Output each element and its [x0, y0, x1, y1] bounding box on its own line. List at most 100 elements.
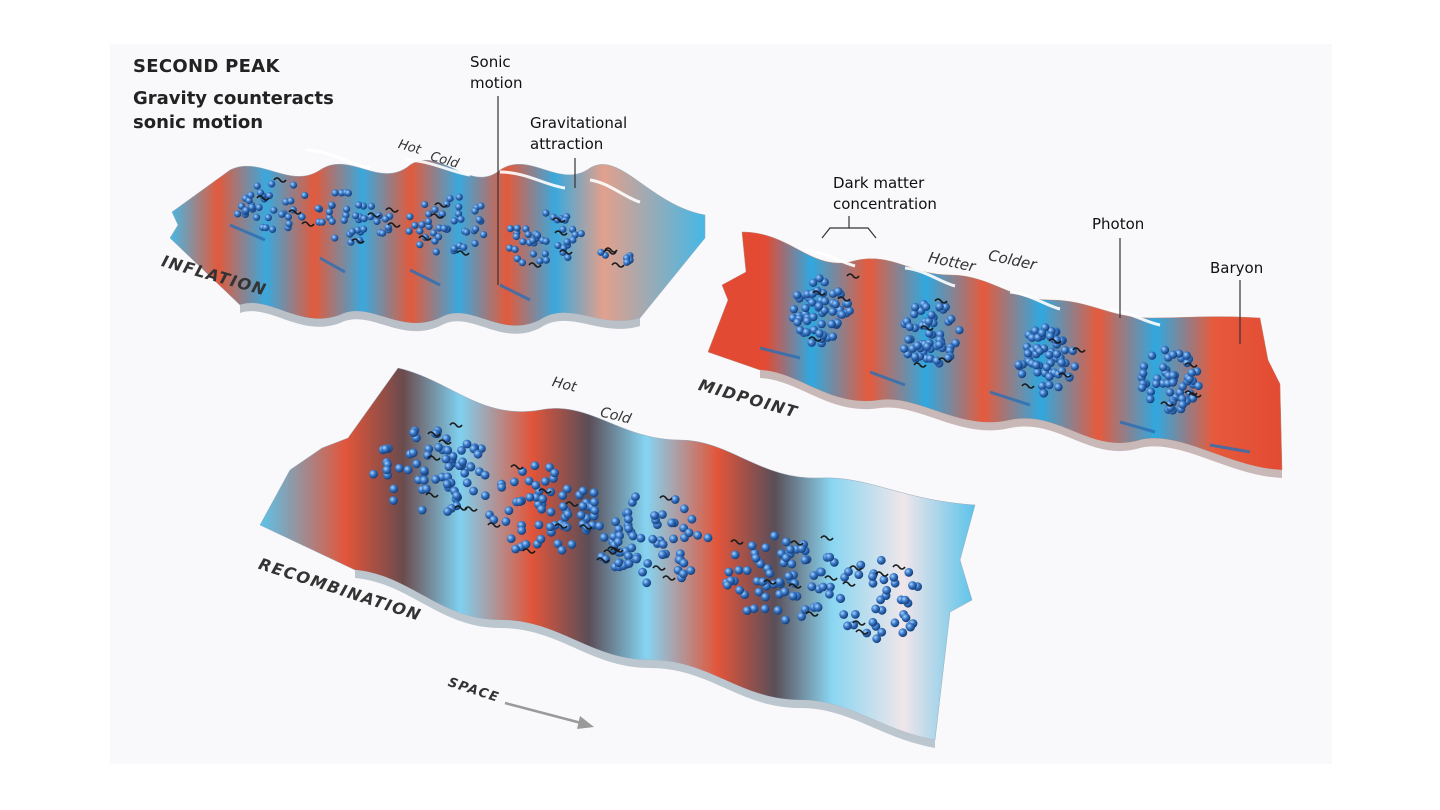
photon-particle — [852, 620, 866, 626]
photon-particle — [430, 213, 444, 219]
baryon-particle — [624, 559, 634, 568]
particles-layer — [234, 177, 1203, 644]
baryon-particle — [1035, 347, 1044, 356]
baryon-particle — [550, 468, 559, 478]
baryon-particle — [509, 477, 519, 487]
baryon-particle — [679, 569, 688, 579]
baryon-particle — [435, 233, 443, 241]
baryon-particle — [513, 224, 521, 232]
baryon-particle — [522, 225, 530, 233]
baryon-particle — [480, 470, 490, 480]
photon-particle — [510, 464, 524, 470]
baryon-particle — [800, 605, 810, 614]
baryon-particle — [531, 480, 541, 490]
baryon-particle — [687, 514, 697, 524]
baryon-particle — [469, 486, 478, 496]
baryon-particle — [910, 352, 920, 361]
baryon-particle — [314, 204, 322, 212]
baryon-particle — [441, 454, 451, 464]
baryon-particle — [455, 193, 463, 201]
photon-particle — [788, 583, 802, 589]
baryon-particle — [926, 354, 935, 363]
baryon-particle — [381, 444, 390, 454]
baryon-particle — [432, 248, 440, 256]
baryon-particle — [431, 206, 439, 214]
baryon-particle — [287, 197, 295, 205]
photon-particle — [652, 565, 666, 571]
baryon-particle — [452, 491, 462, 501]
photon-particle — [603, 549, 617, 555]
baryon-particle — [443, 445, 453, 455]
baryon-particle — [466, 462, 476, 472]
photon-particle — [427, 455, 441, 461]
recombination-sheet — [259, 367, 976, 748]
baryon-particle — [416, 227, 424, 235]
baryon-particle — [723, 580, 732, 590]
baryon-particle — [423, 450, 432, 460]
baryon-particle — [367, 202, 375, 210]
baryon-particle — [642, 578, 652, 588]
photon-particle — [438, 439, 452, 445]
baryon-particle — [340, 216, 348, 224]
baryon-particle — [455, 203, 463, 211]
baryon-particle — [825, 552, 835, 562]
baryon-particle — [473, 449, 483, 459]
baryon-particle — [839, 610, 849, 619]
baryon-particle — [904, 335, 913, 344]
baryon-particle — [724, 567, 734, 577]
baryon-particle — [590, 497, 599, 507]
figure-heading: SECOND PEAK Gravity counteracts sonic mo… — [133, 56, 373, 135]
baryon-particle — [882, 585, 892, 595]
baryon-particle — [540, 477, 550, 486]
heading-title: SECOND PEAK — [133, 56, 280, 77]
photon-particle — [552, 217, 566, 223]
photon-particle — [554, 230, 568, 236]
baryon-particle — [751, 553, 761, 563]
baryon-particle — [248, 203, 256, 211]
baryon-particle — [831, 299, 840, 309]
baryon-particle — [438, 210, 446, 218]
baryon-particle — [1045, 350, 1054, 360]
baryon-particle — [851, 610, 860, 619]
photon-particle — [603, 249, 617, 255]
baryon-particle — [450, 217, 458, 225]
baryon-particle — [360, 215, 368, 223]
heading-subtitle: Gravity counteracts sonic motion — [133, 88, 334, 133]
baryon-particle — [906, 622, 915, 632]
baryon-particle — [537, 504, 546, 514]
photon-particle — [842, 581, 856, 587]
baryon-particle — [1060, 346, 1070, 355]
label-baryon: Baryon — [1210, 259, 1264, 277]
baryon-particle — [471, 239, 479, 247]
photon-particle — [659, 495, 673, 501]
baryon-particle — [901, 613, 911, 623]
baryon-particle — [624, 551, 633, 561]
baryon-particle — [519, 238, 527, 246]
baryon-particle — [1042, 363, 1052, 372]
baryon-particle — [925, 329, 934, 338]
baryon-particle — [567, 540, 577, 549]
baryon-particle — [434, 443, 443, 452]
baryon-particle — [389, 484, 399, 494]
baryon-particle — [837, 310, 847, 319]
baryon-particle — [667, 518, 676, 528]
photon-particle — [730, 539, 744, 545]
baryon-particle — [472, 225, 480, 233]
photon-particle — [579, 524, 593, 530]
baryon-particle — [628, 531, 638, 541]
baryon-particle — [1168, 350, 1178, 359]
photon-particle — [418, 235, 432, 241]
baryon-particle — [756, 559, 765, 569]
baryon-particle — [417, 505, 427, 515]
baryon-particle — [613, 537, 623, 547]
baryon-particle — [462, 439, 472, 449]
baryon-particle — [1023, 349, 1033, 358]
baryon-particle — [684, 528, 694, 538]
space-arrow — [504, 701, 594, 729]
baryon-particle — [513, 255, 522, 263]
baryon-particle — [775, 577, 785, 587]
baryon-particle — [947, 314, 956, 324]
baryon-particle — [624, 514, 633, 524]
baryon-particle — [446, 194, 454, 203]
baryon-particle — [477, 202, 485, 210]
